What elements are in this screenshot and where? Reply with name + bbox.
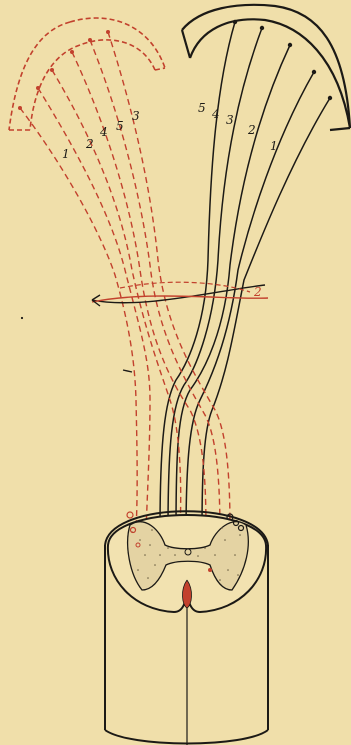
black-fibers	[160, 22, 330, 565]
red-number-labels: 1 2 4 5 3	[62, 109, 140, 161]
red-label-5: 3	[132, 109, 140, 123]
small-dash-mark	[123, 370, 132, 372]
red-fiber-endpoints	[18, 30, 110, 110]
red-label-4: 5	[116, 119, 124, 133]
cross-mark-label: 2	[253, 285, 262, 299]
black-label-4: 2	[247, 123, 256, 137]
black-label-3: 3	[226, 113, 234, 127]
red-label-1: 1	[62, 147, 70, 161]
red-label-2: 2	[85, 137, 94, 151]
small-dot-mark	[21, 317, 23, 319]
black-label-5: 1	[270, 139, 278, 153]
red-cortex-band	[9, 18, 165, 130]
black-cortex-band	[182, 5, 350, 130]
black-label-2: 4	[211, 107, 220, 121]
black-label-1: 5	[198, 101, 206, 115]
red-label-3: 4	[99, 125, 108, 139]
